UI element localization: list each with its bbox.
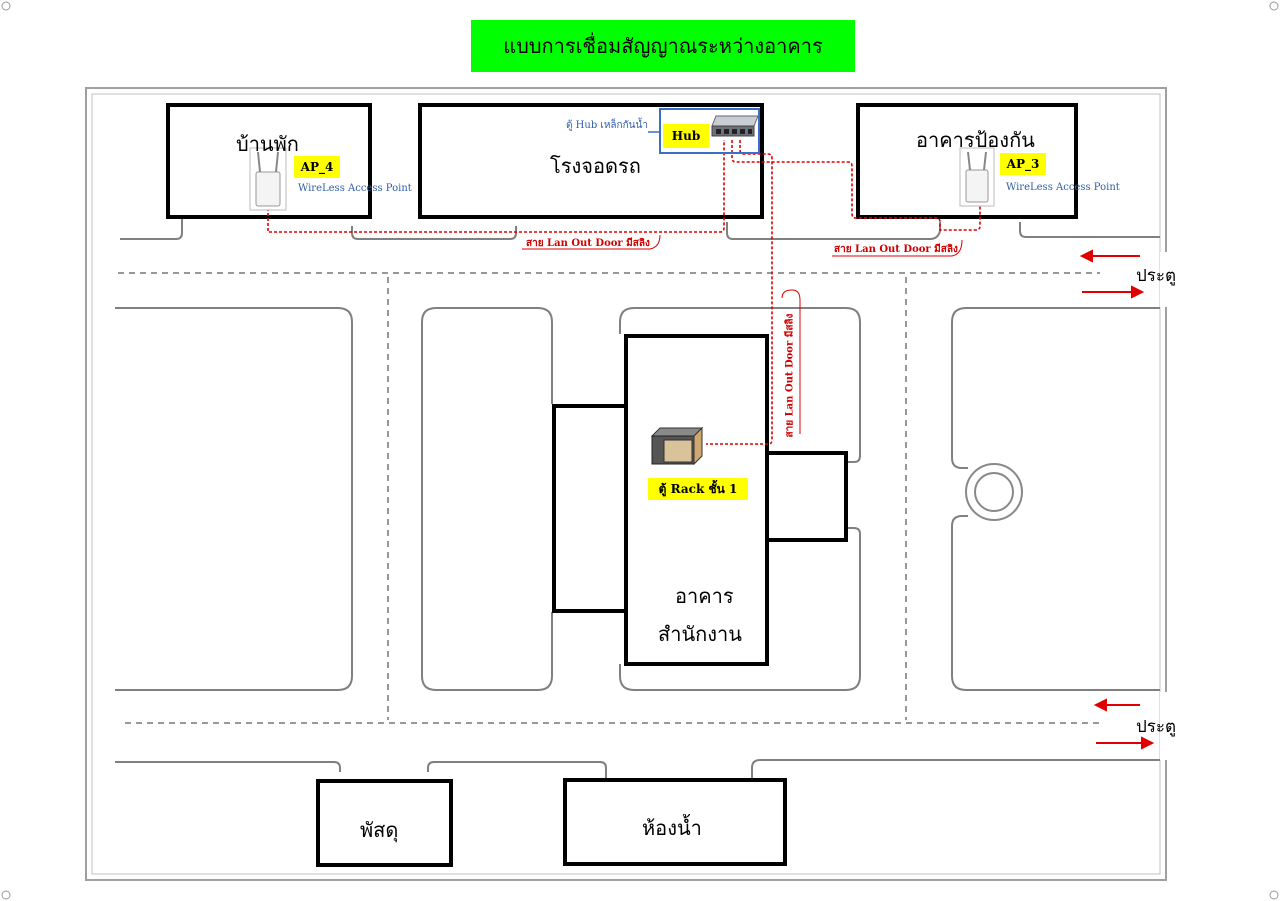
label-cable-vertical: สาย Lan Out Door มีสลิง <box>784 313 796 438</box>
label-office-line2: สำนักงาน <box>658 622 742 646</box>
gate-opening-top <box>1160 252 1172 307</box>
label-gate-bottom: ประตู <box>1136 717 1177 737</box>
label-supply: พัสดุ <box>360 818 399 842</box>
label-office-line1: อาคาร <box>675 584 734 608</box>
label-residence: บ้านพัก <box>236 132 299 156</box>
building-office-wing-right <box>764 451 848 542</box>
gate-arrows <box>1079 249 1155 750</box>
corner-mark <box>1269 890 1279 900</box>
label-wap-left: WireLess Access Point <box>298 183 412 194</box>
cable-to-ap4 <box>267 140 725 233</box>
corner-mark <box>1 1 11 11</box>
building-restroom <box>563 778 787 866</box>
label-cable-right: สาย Lan Out Door มีสลิง <box>834 244 958 255</box>
building-office-wing-left <box>552 404 630 613</box>
hub-cabinet <box>659 108 760 154</box>
label-hub-cabinet: ตู้ Hub เหล็กกันน้ำ <box>566 120 648 131</box>
roundabout-inner <box>974 472 1014 512</box>
building-garage <box>418 103 764 219</box>
access-point-icon <box>249 147 287 211</box>
label-guard-building: อาคารป้องกัน <box>916 128 1035 152</box>
diagram-title-text: แบบการเชื่อมสัญญาณระหว่างอาคาร <box>503 34 823 58</box>
roundabout-outer <box>965 463 1023 521</box>
building-supply <box>316 779 453 867</box>
corner-mark <box>1 890 11 900</box>
label-cable-left: สาย Lan Out Door มีสลิง <box>526 238 650 249</box>
site-boundary <box>85 87 1167 881</box>
tag-ap3: AP_3 <box>1000 153 1046 175</box>
building-office <box>624 334 769 666</box>
server-rack-icon <box>650 426 704 466</box>
tag-rack: ตู้ Rack ชั้น 1 <box>648 478 748 500</box>
road-centerlines <box>118 272 1100 724</box>
access-point-icon <box>959 147 995 207</box>
tag-ap4: AP_4 <box>294 156 340 178</box>
label-gate-top: ประตู <box>1136 266 1177 286</box>
label-garage: โรงจอดรถ <box>550 154 641 178</box>
label-restroom: ห้องน้ำ <box>642 816 702 840</box>
hub-switch-icon <box>711 115 759 137</box>
gate-opening-bottom <box>1160 692 1172 760</box>
cable-label-leaders <box>522 234 963 434</box>
tag-hub: Hub <box>663 124 709 148</box>
diagram-title: แบบการเชื่อมสัญญาณระหว่างอาคาร <box>471 20 855 72</box>
label-wap-right: WireLess Access Point <box>1006 182 1120 193</box>
road-curbs <box>115 218 1160 778</box>
cable-to-ap3 <box>731 140 981 231</box>
site-boundary-inner <box>91 93 1161 875</box>
corner-mark <box>1269 1 1279 11</box>
